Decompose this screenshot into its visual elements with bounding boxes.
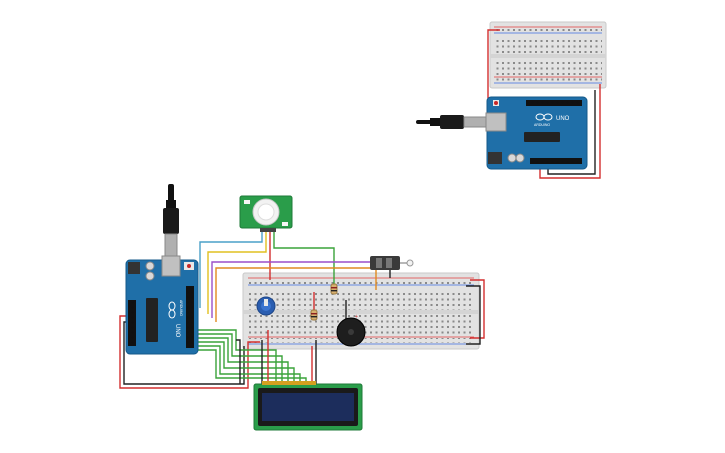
- potentiometer[interactable]: [256, 296, 276, 316]
- board-brand-label: ARDUINO: [179, 300, 183, 316]
- pir-sensor[interactable]: [239, 195, 293, 232]
- usb-plug-icon: [416, 115, 487, 129]
- resistor[interactable]: [310, 309, 318, 321]
- board-model-label: UNO: [556, 116, 570, 122]
- microcontroller-chip: [524, 132, 560, 142]
- board-brand-label: ARDUINO: [534, 123, 550, 127]
- pir-dome-icon: [252, 198, 280, 226]
- infinity-logo-icon: [535, 113, 553, 121]
- usb-port: [161, 255, 181, 277]
- wires-main: [119, 232, 485, 389]
- board-model-label: UNO: [174, 324, 180, 338]
- svg-text:+: +: [355, 314, 358, 320]
- resistor[interactable]: [330, 283, 338, 295]
- power-jack: [488, 152, 502, 164]
- infinity-logo-icon: [168, 301, 176, 319]
- piezo-buzzer[interactable]: +: [336, 314, 366, 347]
- lcd-display[interactable]: [253, 381, 363, 431]
- usb-port: [485, 112, 507, 132]
- microcontroller-chip: [146, 298, 158, 342]
- led-component[interactable]: [370, 256, 414, 270]
- usb-plug-icon: [163, 184, 179, 257]
- breadboard-small[interactable]: [489, 21, 607, 89]
- arduino-uno-main[interactable]: UNO ARDUINO: [125, 255, 199, 355]
- lcd-pin-header: [262, 381, 316, 385]
- lcd-screen: [262, 393, 354, 421]
- power-jack: [128, 262, 140, 274]
- arduino-uno-secondary[interactable]: UNO ARDUINO: [485, 96, 588, 170]
